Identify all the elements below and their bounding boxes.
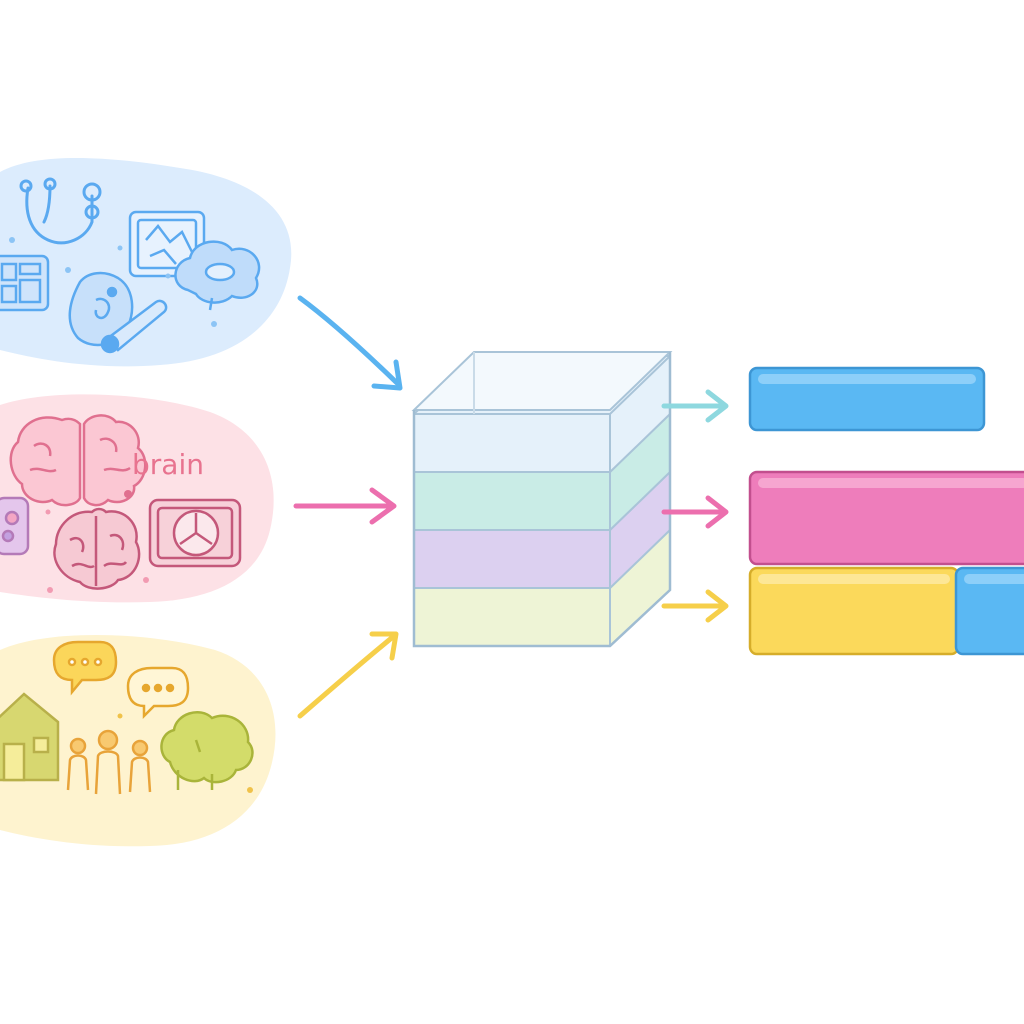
- brain-icon: [9, 414, 147, 507]
- arrow-from-clinical: [297, 295, 403, 391]
- house-icon: [0, 692, 60, 782]
- monitor-icon: [148, 498, 242, 568]
- output-bars: [748, 366, 1024, 656]
- medical-report-icon: [0, 254, 50, 312]
- decorative-dots-yellow: [117, 713, 253, 793]
- thermometer-icon: [100, 299, 168, 354]
- chat-bubble-icon: [126, 666, 190, 720]
- stethoscope-icon: [19, 177, 102, 245]
- arrow-to-output-pink: [661, 495, 729, 529]
- decorative-dots-pink: [45, 509, 149, 593]
- arrow-to-output-blue: [661, 389, 729, 423]
- puzzle-icon: [0, 496, 30, 556]
- output-bar-pink: [748, 470, 1024, 566]
- input-arrows: [293, 295, 403, 719]
- layer-stack: [411, 351, 673, 648]
- brain-label: brain: [132, 448, 204, 481]
- arrow-from-social: [297, 631, 399, 719]
- arrow-to-output-yellow: [661, 589, 729, 623]
- arrow-from-brain: [293, 487, 397, 525]
- decorative-dots: [9, 237, 217, 327]
- brain-scan-icon: [53, 507, 141, 590]
- output-arrows: [661, 389, 729, 623]
- thought-cloud-icon: [174, 240, 261, 311]
- clinical-cluster: [0, 157, 292, 367]
- family-icon: [66, 729, 152, 795]
- social-cluster: [0, 634, 276, 847]
- brain-cluster: brain: [0, 394, 274, 603]
- chat-bubble-icon: [52, 640, 118, 696]
- output-bar-blue-small: [954, 566, 1024, 656]
- tree-icon: [160, 711, 254, 790]
